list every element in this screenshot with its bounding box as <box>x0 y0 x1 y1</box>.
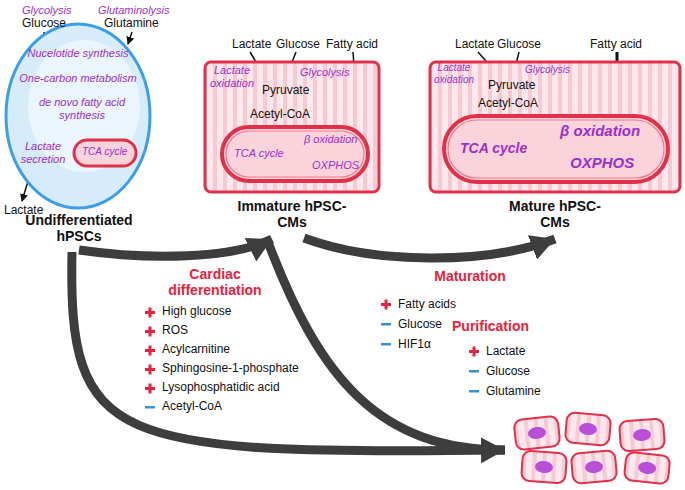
metabolite-label: Lactate <box>4 204 43 218</box>
metabolite-label: Lactate oxidation <box>207 64 257 89</box>
process-label: β oxidation <box>304 133 357 146</box>
cell-membrane <box>430 62 680 192</box>
metabolite-label: Glycolysis <box>525 64 570 76</box>
factor-label: ROS <box>162 324 188 338</box>
metabolite-label: de novo fatty acid synthesis <box>37 96 127 121</box>
factor-label: Lysophosphatidic acid <box>162 381 280 395</box>
mitochondrion-membrane <box>222 127 368 181</box>
cell-membrane <box>6 24 150 208</box>
metabolite-label: Lactate <box>455 38 494 52</box>
process-label: TCA cycle <box>82 146 127 158</box>
metabolite-label: Glucose <box>276 38 320 52</box>
section-title: Purification <box>452 318 529 334</box>
factor-label: Acylcarnitine <box>162 343 230 357</box>
metabolite-label: Acetyl-CoA <box>250 108 310 122</box>
edge-label: Maturation <box>415 268 525 284</box>
mitochondrion: TCA cycle <box>72 138 138 168</box>
process-arrow <box>304 238 555 258</box>
metabolite-label: Fatty acid <box>590 38 642 52</box>
process-label: β oxidation <box>560 122 640 139</box>
cell-heading: Immature hPSC-CMs <box>237 198 347 230</box>
edge-label: Cardiac differentiation <box>150 266 280 298</box>
inner-membrane <box>448 120 664 178</box>
factor-label: Fatty acids <box>398 298 456 312</box>
mitochondrion: TCA cycle β oxidationOXPHOS <box>442 114 670 184</box>
metabolite-label: Glucose <box>22 17 66 31</box>
metabolite-label: Lactate secretion <box>18 140 68 165</box>
factor-label: HIF1α <box>398 338 431 352</box>
metabolite-label: Acetyl-CoA <box>478 97 538 111</box>
cell-heading: Mature hPSC-CMs <box>505 198 605 230</box>
mitochondrion: TCA cycle β oxidationOXPHOS <box>220 125 370 183</box>
metabolite-label: Glycolysis <box>300 66 350 79</box>
metabolite-label: Glutaminolysis <box>98 4 170 17</box>
process-label: TCA cycle <box>234 147 284 160</box>
process-label: TCA cycle <box>460 140 527 156</box>
metabolite-label: Glucose <box>497 38 541 52</box>
metabolite-label: Lactate <box>232 38 271 52</box>
factor-label: High glucose <box>162 305 231 319</box>
factor-label: Acetyl-CoA <box>162 400 222 414</box>
metabolite-label: Glycolysis <box>22 4 72 17</box>
cell-membrane <box>205 62 379 192</box>
metabolite-label: One-carbon metabolism <box>18 72 138 85</box>
purified-cardiomyocytes <box>514 412 671 484</box>
metabolite-label: Fatty acid <box>326 38 378 52</box>
metabolite-label: Pyruvate <box>488 79 535 93</box>
metabolite-label: Pyruvate <box>262 84 309 98</box>
mitochondrion-membrane <box>444 116 668 182</box>
factor-label: Glucose <box>486 365 530 379</box>
cytoplasm-zone <box>28 40 140 172</box>
mitochondrion-membrane <box>74 140 136 166</box>
process-label: OXPHOS <box>312 159 359 172</box>
inner-membrane <box>226 131 364 177</box>
metabolite-label: Glutamine <box>104 17 159 31</box>
factor-label: Sphingosine-1-phosphate <box>162 362 299 376</box>
metabolite-label: Nucelotide synthesis <box>18 47 138 60</box>
metabolite-label: Lactate oxidation <box>432 62 476 85</box>
factor-label: Glucose <box>398 318 442 332</box>
factor-label: Lactate <box>486 345 525 359</box>
process-label: OXPHOS <box>570 154 634 171</box>
sign-icons <box>145 300 479 409</box>
process-arrow <box>79 239 272 256</box>
factor-label: Glutamine <box>486 385 541 399</box>
